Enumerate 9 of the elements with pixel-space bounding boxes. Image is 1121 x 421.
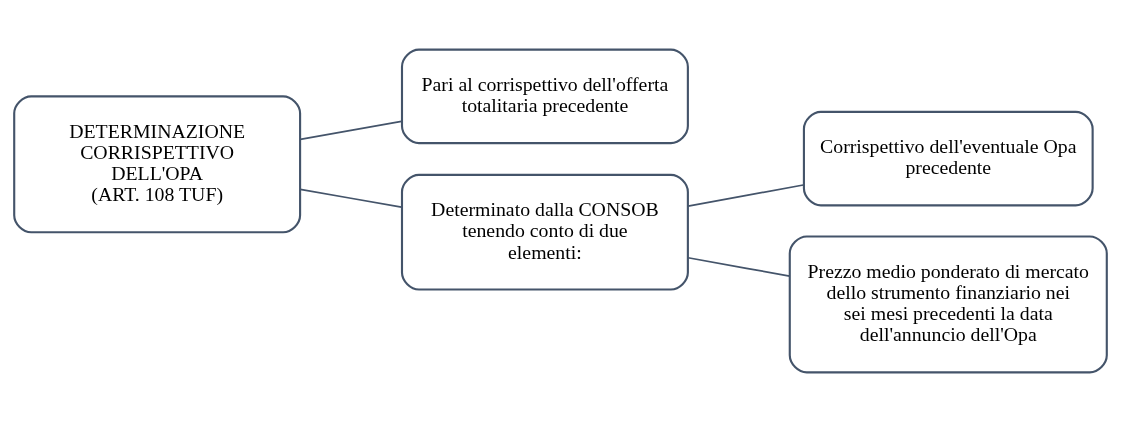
connector: [299, 120, 403, 140]
node-box: Corrispettivo dell'eventuale Opa precedente: [802, 110, 1094, 206]
node-box: Pari al corrispettivo dell'offerta totalitaria precedente: [400, 48, 689, 144]
connector: [687, 256, 791, 277]
node-box: Prezzo medio ponderato di mercato dello strumento finanziario nei sei mesi precedenti la data dell'annuncio dell'Opa: [788, 234, 1108, 373]
node-box: DETERMINAZIONE CORRISPETTIVO DELL'OPA (ART. 108 TUF): [13, 94, 302, 233]
connector: [687, 183, 805, 207]
node-box: Determinato dalla CONSOB tenendo conto di due elementi:: [400, 173, 689, 291]
connector: [299, 187, 403, 208]
